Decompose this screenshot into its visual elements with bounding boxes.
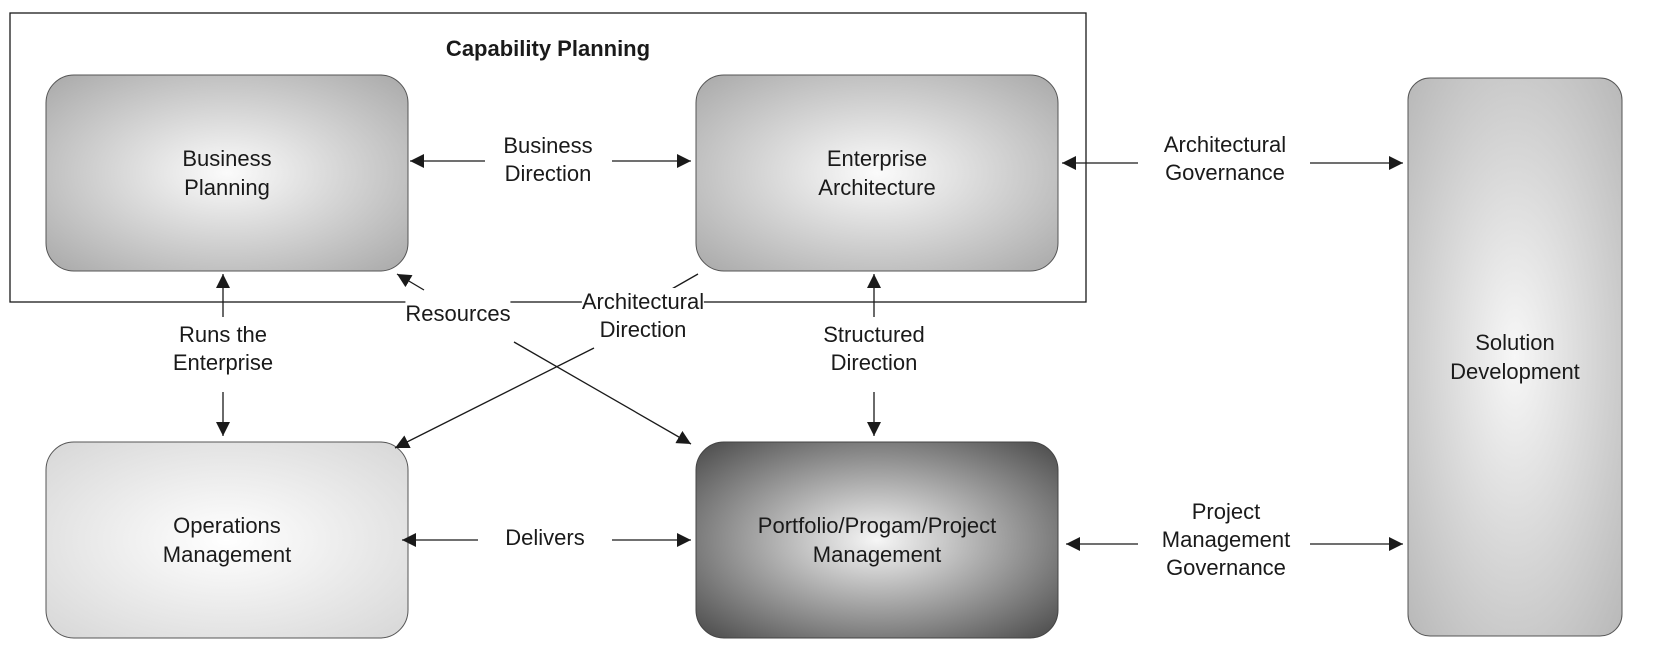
capability-planning-title: Capability Planning bbox=[445, 36, 651, 61]
delivers-label: Delivers bbox=[505, 524, 585, 552]
architectural-governance-label: Architectural Governance bbox=[1163, 131, 1287, 187]
structured-direction-label: Structured Direction bbox=[823, 321, 925, 377]
solution-development-box bbox=[1407, 77, 1623, 637]
ppp-management-box bbox=[695, 441, 1059, 639]
architectural-direction-label: Architectural Direction bbox=[581, 288, 705, 344]
ppp-management-label: Portfolio/Progam/Project Management bbox=[757, 513, 997, 567]
architectural-direction-arrow-to-operations bbox=[394, 347, 595, 449]
architectural-direction-line-from-ea bbox=[669, 273, 699, 291]
enterprise-architecture-label: Enterprise Architecture bbox=[818, 146, 936, 200]
project-management-governance-label: Project Management Governance bbox=[1161, 498, 1291, 582]
business-direction-label: Business Direction bbox=[503, 132, 593, 188]
capability-planning-group bbox=[9, 12, 1087, 303]
resources-label: Resources bbox=[405, 300, 511, 328]
resources-arrow-to-ppp-management bbox=[513, 341, 692, 445]
solution-development-label: Solution Development bbox=[1450, 330, 1580, 384]
enterprise-architecture-box bbox=[695, 74, 1059, 272]
business-planning-label: Business Planning bbox=[182, 146, 272, 200]
operations-management-label: Operations Management bbox=[162, 513, 292, 567]
business-planning-box bbox=[45, 74, 409, 272]
runs-the-enterprise-label: Runs the Enterprise bbox=[172, 321, 274, 377]
resources-arrow-to-business-planning bbox=[396, 273, 425, 291]
